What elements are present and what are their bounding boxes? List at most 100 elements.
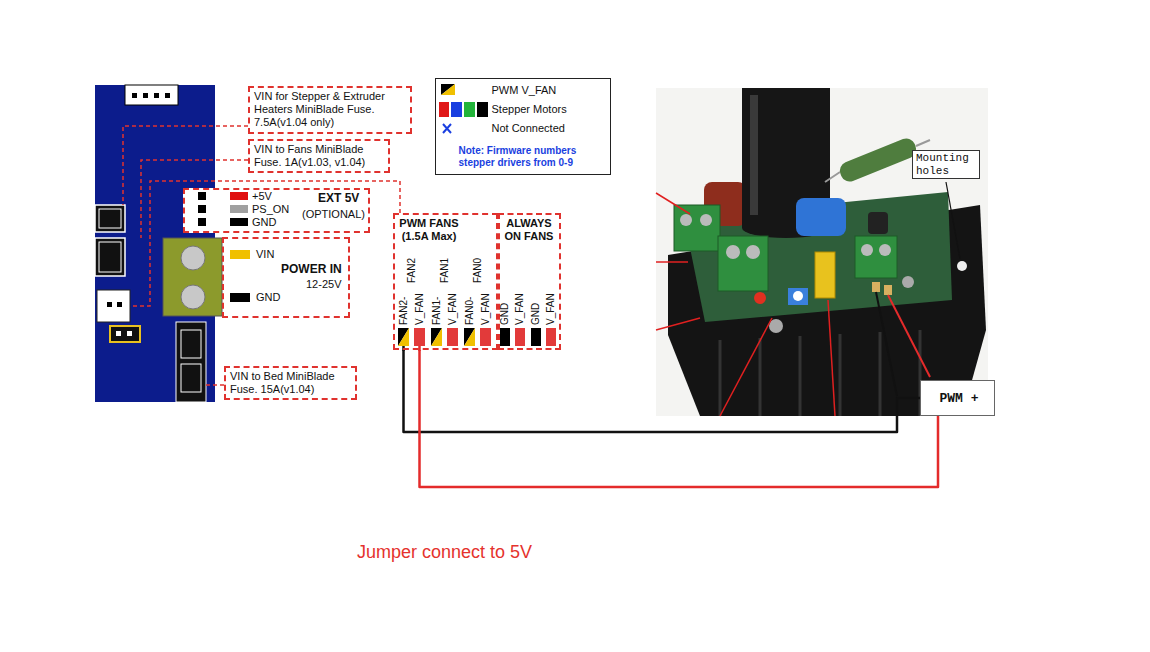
pwm-board-photo [837, 136, 919, 185]
fan-header-group: ALWAYS ON FANSGNDV_FANGNDV_FAN [498, 213, 561, 350]
pwm-board-photo [796, 198, 846, 236]
power-terminal [163, 238, 222, 316]
pwm-board-photo [861, 244, 873, 256]
photo-leader-line [656, 318, 700, 330]
note-text: Jumper connect to 5V [357, 542, 532, 563]
legend-sample [441, 84, 455, 95]
legend-sample [451, 102, 462, 117]
callout-text: VIN for Stepper & Extruder Heaters MiniB… [254, 90, 406, 130]
group-heading: PWM FANS (1.5A Max) [396, 217, 462, 243]
pin-label: FAN1 [439, 258, 451, 283]
board-connector [107, 302, 112, 307]
photo-wire [888, 295, 930, 377]
callout-text: VIN to Bed MiniBlade Fuse. 15A(v1.04) [230, 370, 351, 396]
ext5v-connector [183, 188, 370, 233]
legend-text: Not Connected [492, 122, 565, 135]
pwm-board-photo [902, 276, 914, 288]
header-pin [431, 328, 442, 346]
header-pin [480, 328, 491, 346]
pwm-board-photo [884, 285, 892, 295]
pwm-board-photo [868, 212, 888, 234]
pin-label: FAN1- [431, 297, 443, 325]
pin-label: FAN2- [398, 297, 410, 325]
pwm-board-photo [700, 214, 712, 226]
pin-label: GND [252, 216, 276, 229]
board-connector [95, 238, 125, 276]
legend-note: Note: Firmware numbers stepper drivers f… [459, 145, 608, 169]
legend-sample [443, 124, 451, 133]
photo-leader-line [828, 300, 835, 416]
connector-callout: +5VPS_ONGNDEXT 5V(OPTIONAL) [183, 188, 370, 233]
group-heading: ALWAYS ON FANS [500, 217, 558, 243]
board-connector [165, 93, 170, 98]
pwm-board-photo [793, 291, 803, 301]
pin-label: GND [530, 303, 542, 325]
board-connector [181, 364, 201, 392]
pin-label: VIN [256, 248, 274, 261]
fuse-callout: VIN to Bed MiniBlade Fuse. 15A(v1.04) [224, 366, 357, 400]
board-connector [127, 331, 132, 336]
mounting-leader [946, 182, 960, 259]
callout-text: Mounting holes [916, 152, 976, 177]
ext5v-connector [183, 188, 370, 233]
legend-sample [464, 102, 475, 117]
callout-text: VIN to Fans MiniBlade Fuse. 1A(v1.03, v1… [254, 143, 384, 169]
pin-label: GND [499, 303, 511, 325]
connector-title: POWER IN [281, 262, 342, 276]
header-pin [447, 328, 458, 346]
photo-callout: Mounting holes [912, 150, 980, 179]
power-terminal [163, 238, 222, 316]
pwm-board-photo [872, 282, 880, 292]
pin-label: +5V [252, 190, 272, 203]
pin-label: FAN2 [406, 258, 418, 283]
pwm-board-photo [788, 288, 808, 305]
board-connector [181, 330, 201, 358]
terminal-label: PWM + [940, 391, 979, 407]
board-connector [110, 326, 140, 342]
legend-sample [477, 102, 488, 117]
leader-line [206, 384, 224, 386]
board-connector [125, 85, 178, 105]
board-connector [97, 290, 130, 322]
terminal-callout: PWM + [920, 380, 995, 416]
leader-line [130, 181, 400, 306]
power-terminal [181, 246, 205, 270]
pin-label: FAN0- [464, 297, 476, 325]
pwm-board-photo [656, 88, 988, 416]
header-pin [398, 328, 409, 346]
board-connector [143, 93, 148, 98]
wire-connector [420, 350, 939, 487]
legend-text: Stepper Motors [492, 103, 567, 116]
board-connector [116, 331, 121, 336]
photo-leader-line [656, 193, 690, 214]
header-pin [464, 328, 475, 346]
header-pin [500, 328, 510, 346]
pin-label: PS_ON [252, 203, 289, 216]
board-connector [176, 322, 206, 402]
legend-text: PWM V_FAN [492, 84, 557, 97]
pwm-board-photo [815, 252, 835, 298]
header-pin [398, 328, 556, 351]
pin-label: V_FAN [545, 293, 557, 325]
pwm-board-photo [746, 245, 760, 259]
ext5v-connector [198, 205, 206, 213]
fuse-callout: VIN for Stepper & Extruder Heaters MiniB… [248, 86, 412, 134]
legend-sample [439, 102, 449, 117]
pwm-board-photo [855, 236, 897, 278]
ext5v-connector [198, 192, 206, 200]
power-terminal [181, 285, 205, 309]
connector-title: EXT 5V [318, 191, 359, 205]
wire-color-swatch [230, 205, 248, 213]
pwm-board-photo [754, 292, 766, 304]
board-connector [99, 242, 121, 272]
power-callout: VINGNDPOWER IN12-25V [222, 237, 350, 318]
pwm-board-photo [718, 236, 768, 291]
ext5v-connector [198, 218, 206, 226]
legend-sample [441, 84, 455, 95]
header-pin [531, 328, 541, 346]
header-pin [431, 328, 442, 346]
header-pin [464, 328, 475, 346]
